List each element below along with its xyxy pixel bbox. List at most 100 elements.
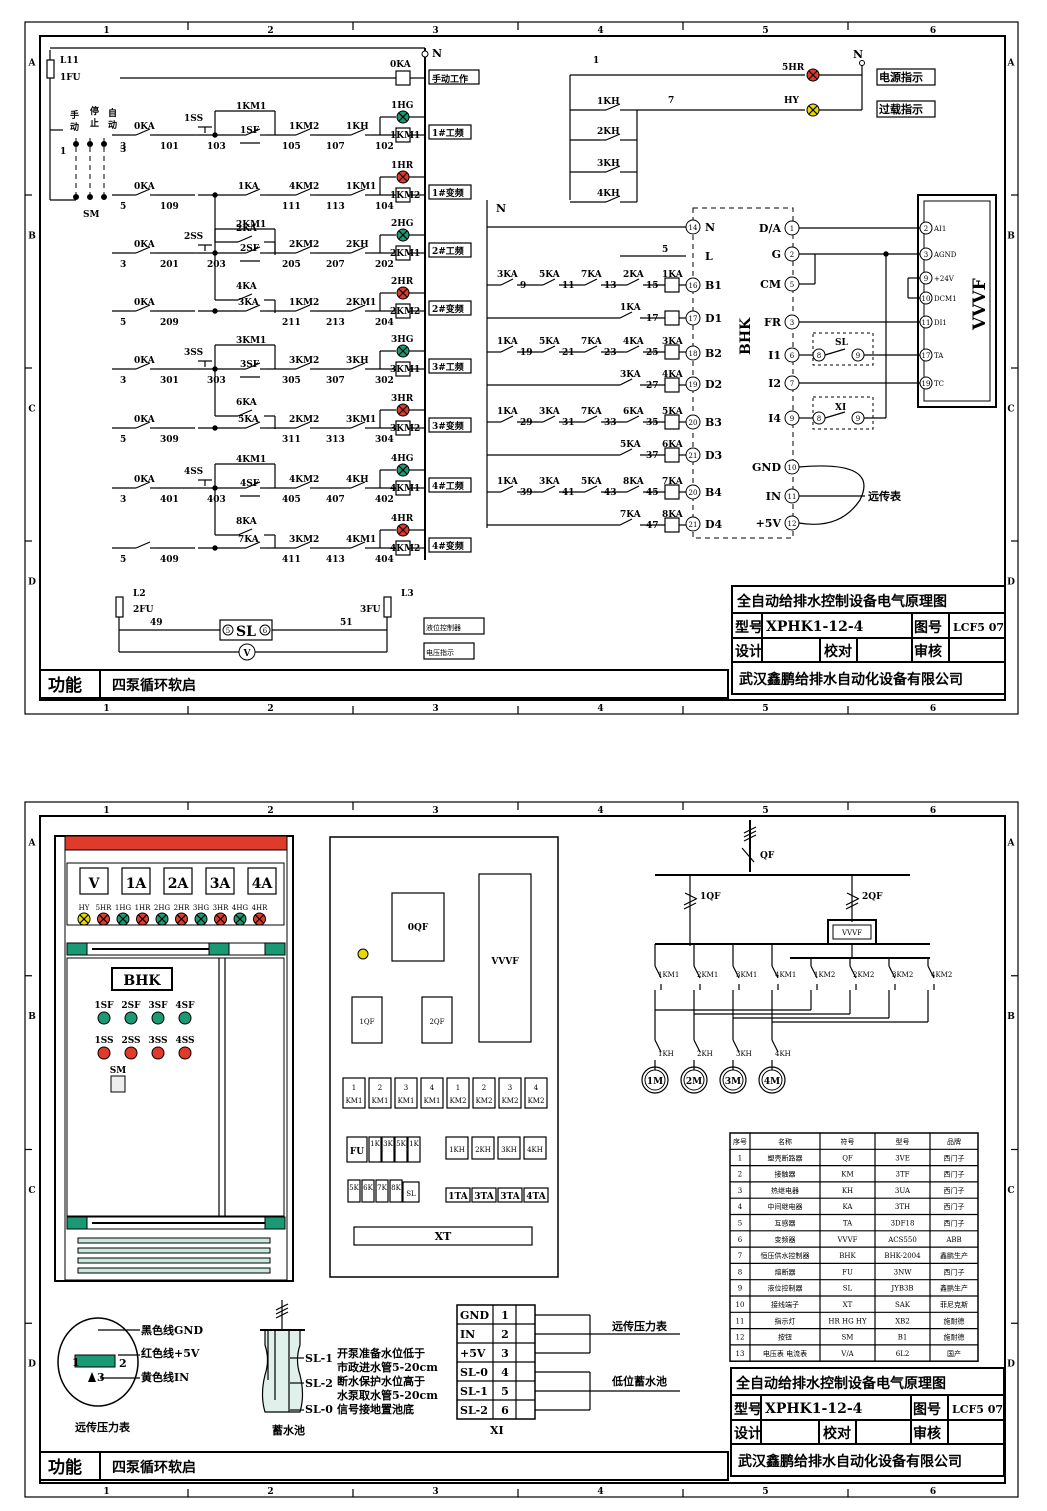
wire-label: 1: [593, 56, 599, 66]
bom-cell: ABB: [945, 1236, 961, 1244]
label-box: [423, 617, 485, 635]
bhk-n-label: N: [496, 202, 506, 215]
grid-row-label: B: [28, 231, 36, 241]
panel-lamp-x: [196, 914, 206, 924]
contact-blade: [584, 415, 598, 423]
ka-contact-blade: [135, 421, 151, 429]
bus-n-terminal: [421, 50, 429, 58]
aux-label: 8KA: [236, 517, 258, 527]
contactor-type: KM2: [476, 1097, 493, 1105]
label-box: [428, 477, 472, 493]
sl-box: [812, 332, 874, 366]
vvvf-terminal-num: 10: [922, 295, 931, 303]
node-label: 104: [375, 202, 394, 212]
sm-auto: 自: [108, 107, 117, 119]
grid-col-label: 1: [103, 26, 109, 36]
bhk-coil: [664, 517, 680, 533]
bhk-right-num: 11: [788, 493, 797, 501]
sm-dot: [87, 141, 93, 147]
panel-door: [66, 957, 285, 1217]
bhk-coil: [664, 377, 680, 393]
contact-blade: [626, 415, 640, 423]
company-name: 武汉鑫鹏给排水自动化设备有限公司: [738, 1453, 962, 1470]
contactor-num: 3: [404, 1084, 408, 1092]
grid-col-label: 3: [432, 806, 438, 816]
bhk-name: BHK: [738, 317, 754, 355]
sheet1-circuit: L111FU1手动停止自动SM3N0KA手动工作30KA1011SS1031SF…: [39, 47, 1006, 699]
grid-row-label: D: [1007, 577, 1015, 587]
chain-node-label: 47: [646, 521, 659, 531]
contactor-type: KM2: [450, 1097, 467, 1105]
node-label: 102: [375, 142, 394, 152]
contactor-num: 1: [352, 1084, 356, 1092]
grid-row-label: C: [28, 404, 35, 414]
xi-signal: SL-2: [460, 1404, 488, 1417]
vvvf-terminal-name: AI1: [933, 225, 946, 233]
bhk-coil: [664, 484, 680, 500]
feeder-hatch: [743, 826, 757, 834]
bom-cell: 3UA: [895, 1187, 911, 1195]
sl-meter-terminal: [259, 624, 271, 636]
indicator-label: 电源指示: [879, 70, 923, 84]
km-blade: [771, 965, 779, 979]
bom-cell: 接触器: [775, 1170, 796, 1179]
kh-contact-blade: [350, 481, 366, 489]
contactor-type: KM1: [398, 1097, 415, 1105]
indicator-label: 过载指示: [879, 102, 923, 116]
sm-stop: 止: [90, 117, 99, 129]
xi-label1: 远传压力表: [612, 1319, 668, 1333]
bom-cell: BHK-2004: [884, 1252, 921, 1260]
contactor-type: KM1: [372, 1097, 389, 1105]
contact-blade: [626, 345, 640, 353]
km-blade: [888, 965, 896, 979]
lamp-1HG-x: [398, 112, 408, 122]
xi-num: 6: [501, 1404, 509, 1417]
lamp-2HG-x: [398, 230, 408, 240]
bom-cell: 液位控制器: [768, 1284, 803, 1293]
kh-layout-label: 1KH: [449, 1146, 465, 1154]
node-label: 404: [375, 555, 394, 565]
row-label: 3#变频: [432, 420, 464, 432]
panel-ss-button: [178, 1046, 192, 1060]
function-label: 功能: [48, 675, 82, 696]
km-b-label: 1KM2: [289, 298, 319, 308]
chain-contact-label: 4KA: [623, 337, 645, 347]
xi-num: 2: [501, 1328, 509, 1341]
motor: [644, 1069, 666, 1091]
kh-blade: [771, 1039, 779, 1053]
km-a-label: 2KM1: [236, 220, 266, 230]
tank-desc3: 信号接地置池底: [337, 1402, 414, 1416]
contactor-box: [498, 1077, 522, 1109]
panel-lamp-label: 4HR: [252, 904, 269, 912]
node-label: 307: [326, 376, 345, 386]
oqf-label: 0QF: [408, 923, 429, 933]
remote-curve: [798, 465, 865, 525]
gauge-5v-label: 红色线+5V: [141, 1346, 200, 1360]
model-value: XPHK1-12-4: [766, 619, 864, 635]
bhk-right-name: I1: [768, 349, 781, 362]
lamp-2HR-x: [398, 288, 408, 298]
chain-node-label: 25: [646, 348, 659, 358]
grid-row-label: D: [1007, 1360, 1015, 1370]
design-label: 设计: [734, 1425, 762, 1442]
chain-contact-label: 1KA: [497, 477, 519, 487]
bhk-box: [692, 207, 794, 539]
aux-blade: [237, 293, 253, 301]
lamp-label: 5HR: [782, 63, 805, 73]
title-block: [731, 585, 1006, 695]
relay-label: 5K: [349, 1184, 359, 1192]
grid-col-label: 6: [930, 26, 936, 36]
small-k-box: [368, 1136, 382, 1163]
kh-contact-blade: [350, 188, 366, 196]
bhk-terminal-num: 19: [689, 381, 698, 389]
km-b-contact-blade: [295, 481, 311, 489]
panel-ss-label: 3SS: [148, 1036, 167, 1046]
km-b-label: 4KM2: [289, 182, 319, 192]
bom-cell: FU: [842, 1268, 853, 1276]
lamp-label: 2HG: [391, 219, 413, 229]
vvvf-layout-label: VVVF: [490, 957, 519, 967]
vvvf-terminal-name: DI1: [934, 319, 947, 327]
row-num: 5: [120, 318, 126, 328]
bhk-terminal-name: B4: [705, 486, 722, 499]
chain-contact-label: 5KA: [620, 440, 642, 450]
